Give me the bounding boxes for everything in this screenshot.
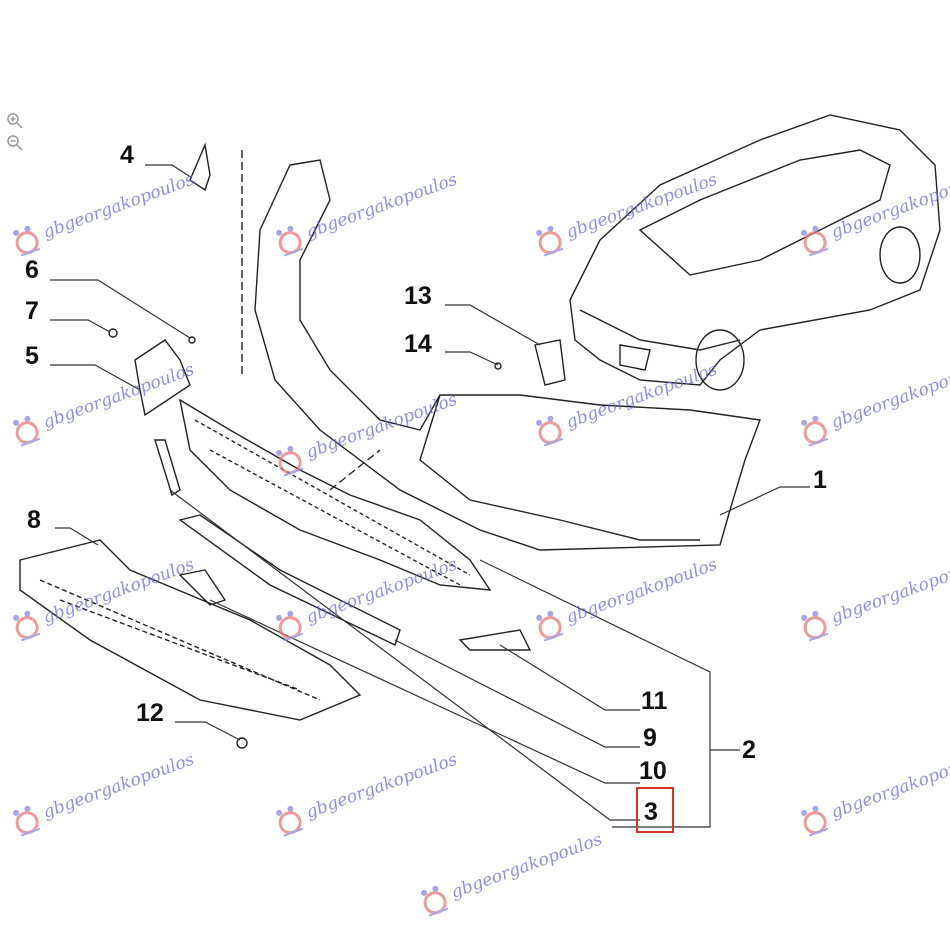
part-9-trim-strip — [178, 514, 401, 646]
watermark: gbgeorgakopoulos — [530, 355, 722, 449]
watermark-logo-icon — [801, 610, 829, 642]
watermark-logo-icon — [536, 610, 564, 642]
part-7-clip — [108, 328, 118, 338]
watermark-logo-icon — [801, 415, 829, 447]
watermark: gbgeorgakopoulos — [270, 385, 462, 479]
part-4-bracket — [189, 142, 211, 192]
callout-12[interactable]: 12 — [136, 699, 164, 727]
callout-14[interactable]: 14 — [404, 330, 432, 358]
zoom-in-icon[interactable] — [6, 112, 24, 130]
part-6-screw — [188, 336, 196, 344]
callout-9[interactable]: 9 — [643, 724, 657, 752]
watermark: gbgeorgakopoulos — [530, 165, 722, 259]
callout-6[interactable]: 6 — [25, 256, 39, 284]
watermark-logo-icon — [276, 445, 304, 477]
watermark: gbgeorgakopoulos — [795, 165, 950, 259]
part-8-underbody-shield — [19, 539, 362, 721]
watermark: gbgeorgakopoulos — [7, 745, 199, 839]
zoom-toolbar — [6, 112, 24, 152]
car-illustration — [569, 114, 941, 391]
part-11-trim — [458, 629, 532, 651]
callout-4[interactable]: 4 — [120, 141, 134, 169]
callout-3[interactable]: 3 — [644, 798, 658, 826]
watermark-logo-icon — [13, 610, 41, 642]
watermark: gbgeorgakopoulos — [795, 355, 950, 449]
callout-11[interactable]: 11 — [641, 687, 668, 715]
watermark-logo-icon — [276, 805, 304, 837]
part-12-clip — [236, 737, 248, 749]
part-10-trim — [178, 569, 227, 606]
watermark: gbgeorgakopoulos — [7, 355, 199, 449]
watermark-logo-icon — [13, 225, 41, 257]
callout-2[interactable]: 2 — [742, 736, 756, 764]
callout-8[interactable]: 8 — [27, 506, 41, 534]
part-1-bumper-cover — [254, 159, 761, 551]
watermark-logo-icon — [13, 415, 41, 447]
watermark: gbgeorgakopoulos — [415, 825, 607, 919]
watermark: gbgeorgakopoulos — [7, 550, 199, 644]
watermark: gbgeorgakopoulos — [795, 550, 950, 644]
zoom-out-icon[interactable] — [6, 134, 24, 152]
callout-10[interactable]: 10 — [639, 757, 667, 785]
watermark-logo-icon — [276, 610, 304, 642]
watermark-logo-icon — [13, 805, 41, 837]
leader-lines — [50, 164, 810, 828]
highlight-box — [636, 787, 674, 833]
watermark-logo-icon — [801, 225, 829, 257]
watermark: gbgeorgakopoulos — [7, 165, 199, 259]
watermark: gbgeorgakopoulos — [530, 550, 722, 644]
callout-7[interactable]: 7 — [25, 297, 39, 325]
watermark-logo-icon — [276, 225, 304, 257]
watermark-logo-icon — [801, 805, 829, 837]
part-13-bracket — [534, 339, 566, 386]
watermark: gbgeorgakopoulos — [270, 165, 462, 259]
watermark: gbgeorgakopoulos — [270, 550, 462, 644]
watermark-logo-icon — [536, 415, 564, 447]
part-5-bracket — [134, 339, 191, 417]
callout-5[interactable]: 5 — [25, 342, 39, 370]
part-14-screw — [494, 362, 502, 370]
watermark: gbgeorgakopoulos — [270, 745, 462, 839]
watermark-logo-icon — [536, 225, 564, 257]
watermark-logo-icon — [421, 885, 449, 917]
watermark: gbgeorgakopoulos — [795, 745, 950, 839]
callout-1[interactable]: 1 — [813, 466, 827, 494]
part-3-trim — [154, 439, 181, 497]
callout-13[interactable]: 13 — [404, 282, 432, 310]
